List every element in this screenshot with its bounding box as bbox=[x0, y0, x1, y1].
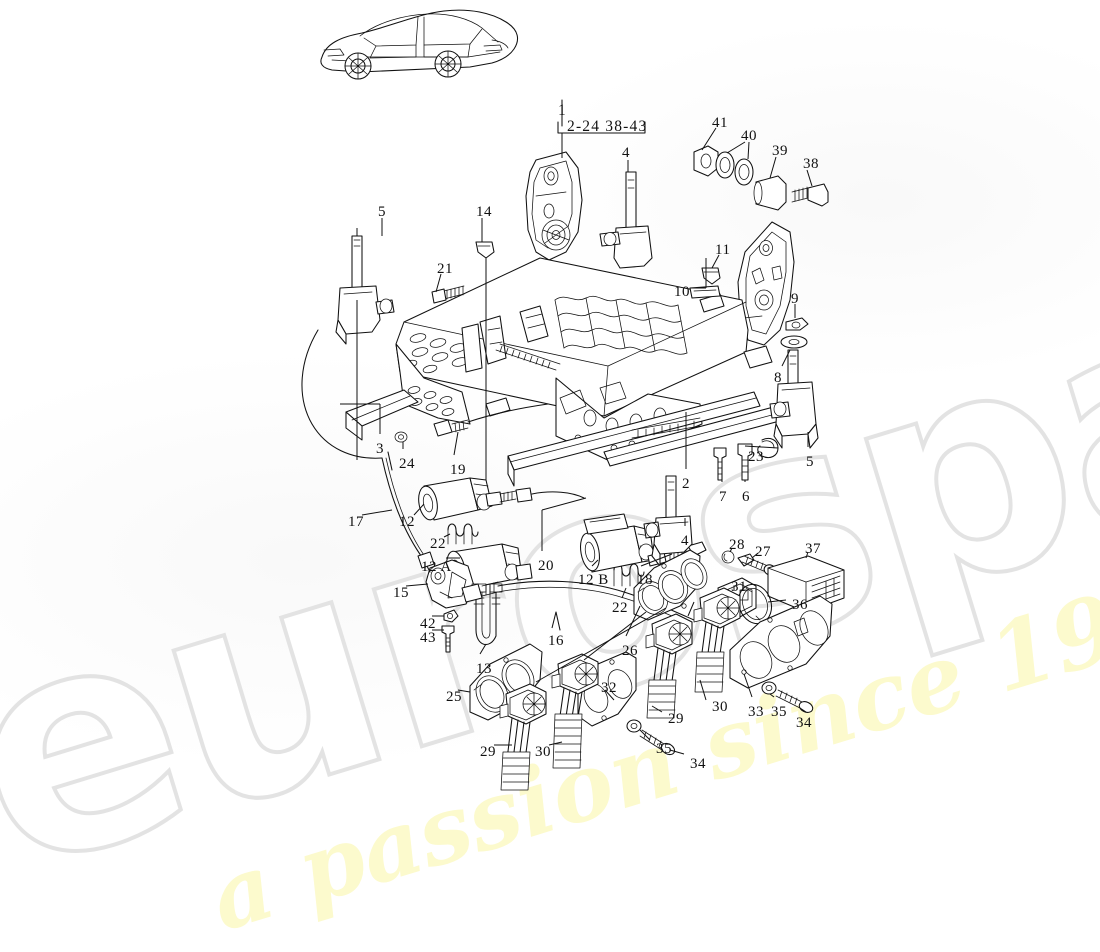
callout-number-42: 42 bbox=[420, 616, 436, 632]
parts-3-24-19 bbox=[301, 329, 549, 471]
callout-number-20: 20 bbox=[538, 558, 554, 574]
callout-number-5: 5 bbox=[378, 204, 386, 220]
part-4-spindle-rod bbox=[599, 171, 653, 269]
parts-11-10 bbox=[689, 267, 721, 299]
callout-number-25: 25 bbox=[446, 689, 462, 705]
callout-number-37: 37 bbox=[805, 541, 821, 557]
callout-number-38: 38 bbox=[803, 156, 819, 172]
callout-number-9: 9 bbox=[791, 291, 799, 307]
callout-number-29: 29 bbox=[668, 711, 684, 727]
callout-number-18: 18 bbox=[637, 572, 653, 588]
part-12B-motor bbox=[580, 513, 655, 573]
callout-number-22: 22 bbox=[430, 536, 446, 552]
callout-number-36: 36 bbox=[792, 597, 808, 613]
callout-number-30: 30 bbox=[535, 744, 551, 760]
switch-harness-29-left bbox=[499, 683, 547, 791]
group-bracket-range-label: 2-24 38-43 bbox=[567, 118, 648, 135]
part-26-switch-bezel bbox=[633, 549, 708, 621]
callout-number-4: 4 bbox=[681, 533, 689, 549]
part-15-bracket bbox=[381, 457, 475, 609]
seat-frame-assembly bbox=[345, 151, 807, 487]
leader-lines bbox=[340, 127, 813, 755]
part-5-left-spindle bbox=[335, 235, 395, 345]
part-14-nut bbox=[475, 241, 495, 259]
switch-harness-30-right bbox=[693, 587, 741, 693]
callout-number-12: 12 bbox=[399, 514, 415, 530]
group-bracket-top-number: 1 bbox=[558, 102, 567, 119]
callout-number-12a: 12 A bbox=[421, 559, 452, 575]
callout-number-5: 5 bbox=[806, 454, 814, 470]
callout-number-13: 13 bbox=[476, 661, 492, 677]
parts-9-8-5-right bbox=[769, 317, 819, 449]
callout-number-16: 16 bbox=[548, 633, 564, 649]
callout-number-43: 43 bbox=[420, 630, 436, 646]
parts-35-34-right bbox=[761, 681, 814, 713]
callout-number-34: 34 bbox=[796, 715, 812, 731]
callout-number-17: 17 bbox=[348, 514, 364, 530]
callout-number-24: 24 bbox=[399, 456, 415, 472]
callout-number-27: 27 bbox=[755, 544, 771, 560]
parts-illustration bbox=[301, 9, 845, 791]
callout-number-12b: 12 B bbox=[578, 572, 609, 588]
callout-number-3: 3 bbox=[376, 441, 384, 457]
part-32-bezel bbox=[577, 651, 637, 727]
part-4-lower-spindle bbox=[643, 475, 693, 567]
part-37-relay bbox=[767, 555, 845, 613]
callout-number-29: 29 bbox=[480, 744, 496, 760]
callout-number-39: 39 bbox=[772, 143, 788, 159]
callout-number-40: 40 bbox=[741, 128, 757, 144]
callout-number-32: 32 bbox=[601, 680, 617, 696]
callout-number-33: 33 bbox=[748, 704, 764, 720]
part-33-switch-bezel-right bbox=[729, 595, 833, 689]
callout-number-28: 28 bbox=[729, 537, 745, 553]
callout-number-31: 31 bbox=[731, 579, 747, 595]
callout-number-26: 26 bbox=[622, 643, 638, 659]
callout-number-30: 30 bbox=[712, 699, 728, 715]
callout-number-14: 14 bbox=[476, 204, 492, 220]
callout-number-21: 21 bbox=[437, 261, 453, 277]
porsche-928-silhouette bbox=[320, 9, 519, 80]
callout-number-6: 6 bbox=[742, 489, 750, 505]
callout-number-11: 11 bbox=[715, 242, 731, 258]
callout-number-34: 34 bbox=[690, 756, 706, 772]
part-16-cable bbox=[461, 580, 695, 631]
callout-number-35: 35 bbox=[656, 741, 672, 757]
parts-7-6-23 bbox=[713, 437, 779, 481]
parts-42-43 bbox=[441, 609, 459, 653]
callout-number-22: 22 bbox=[612, 600, 628, 616]
callout-number-35: 35 bbox=[771, 704, 787, 720]
part-22-spring-upper bbox=[447, 523, 479, 545]
callout-number-23: 23 bbox=[748, 449, 764, 465]
callout-number-19: 19 bbox=[450, 462, 466, 478]
callout-number-4: 4 bbox=[622, 145, 630, 161]
group-bracket bbox=[557, 99, 646, 134]
part-12-motor bbox=[418, 477, 585, 521]
callout-number-41: 41 bbox=[712, 115, 728, 131]
callout-number-15: 15 bbox=[393, 585, 409, 601]
parts-41-40-39-38-hinge-hardware bbox=[693, 145, 829, 211]
callout-number-7: 7 bbox=[719, 489, 727, 505]
switch-harness-29-right bbox=[645, 613, 693, 719]
callout-number-10: 10 bbox=[674, 284, 690, 300]
callout-number-2: 2 bbox=[682, 476, 690, 492]
part-21-bolt bbox=[431, 285, 465, 304]
callout-number-8: 8 bbox=[774, 370, 782, 386]
